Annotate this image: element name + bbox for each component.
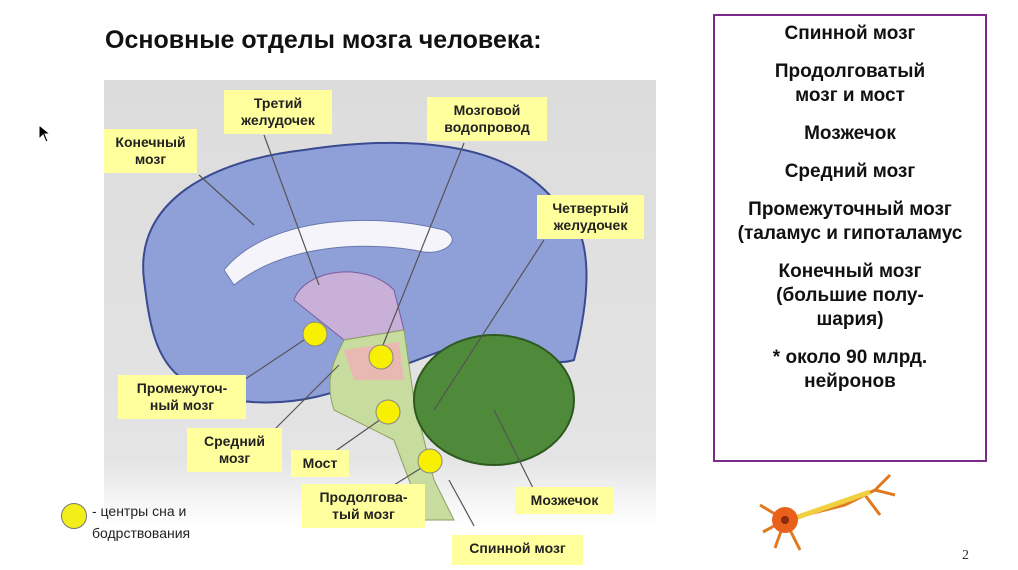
sleep-center-legend-icon [61, 503, 87, 529]
label-line: мозг [134, 151, 167, 167]
slide-title: Основные отделы мозга человека: [105, 26, 542, 54]
label-line: Промежуточ- [136, 380, 228, 396]
brain-parts-list: Спинной мозг Продолговатый мозг и мост М… [713, 14, 987, 462]
label-line: Мозговой [453, 102, 521, 118]
legend-line: - центры сна и [92, 503, 187, 519]
label-line: тый мозг [332, 506, 395, 522]
label-line: желудочек [241, 112, 315, 128]
label-line: Четвертый [552, 200, 629, 216]
brain-illustration [142, 134, 588, 526]
label-line: Средний [203, 433, 265, 449]
sleep-center-dot [302, 321, 328, 347]
sleep-center-dot [375, 399, 401, 425]
sleep-center-dot [417, 448, 443, 474]
list-item: Средний мозг [784, 161, 916, 182]
list-item: Спинной мозг [784, 23, 916, 44]
sleep-center-dot [368, 344, 394, 370]
list-item: Промежуточный мозг (таламус и гипоталаму… [737, 199, 963, 244]
label-line: водопровод [444, 119, 530, 135]
list-item: Мозжечок [804, 123, 896, 144]
label-line: Третий [253, 95, 303, 111]
legend-text: - центры сна и бодрствования [92, 500, 190, 544]
label-pons: Мост [291, 450, 349, 477]
label-cerebellum: Мозжечок [515, 487, 614, 514]
label-line: Продолгова- [319, 489, 408, 505]
legend-line: бодрствования [92, 525, 191, 541]
thalamus [293, 271, 405, 341]
label-diencephalon: Промежуточ-ный мозг [118, 375, 246, 419]
label-line: ный мозг [149, 397, 215, 413]
label-spinal-cord: Спинной мозг [452, 535, 583, 565]
list-item: Конечный мозг (большие полу-шария) [776, 261, 924, 330]
cerebellum [413, 334, 575, 466]
label-line: Конечный [115, 134, 186, 150]
label-line: мозг [218, 450, 251, 466]
neuron-icon [759, 473, 896, 551]
list-item: Продолговатый мозг и мост [774, 61, 926, 106]
label-line: желудочек [553, 217, 628, 233]
mouse-cursor-icon [38, 124, 52, 143]
list-item: * около 90 млрд. нейронов [772, 347, 928, 392]
label-medulla: Продолгова-тый мозг [302, 484, 425, 528]
page-number: 2 [962, 548, 969, 563]
